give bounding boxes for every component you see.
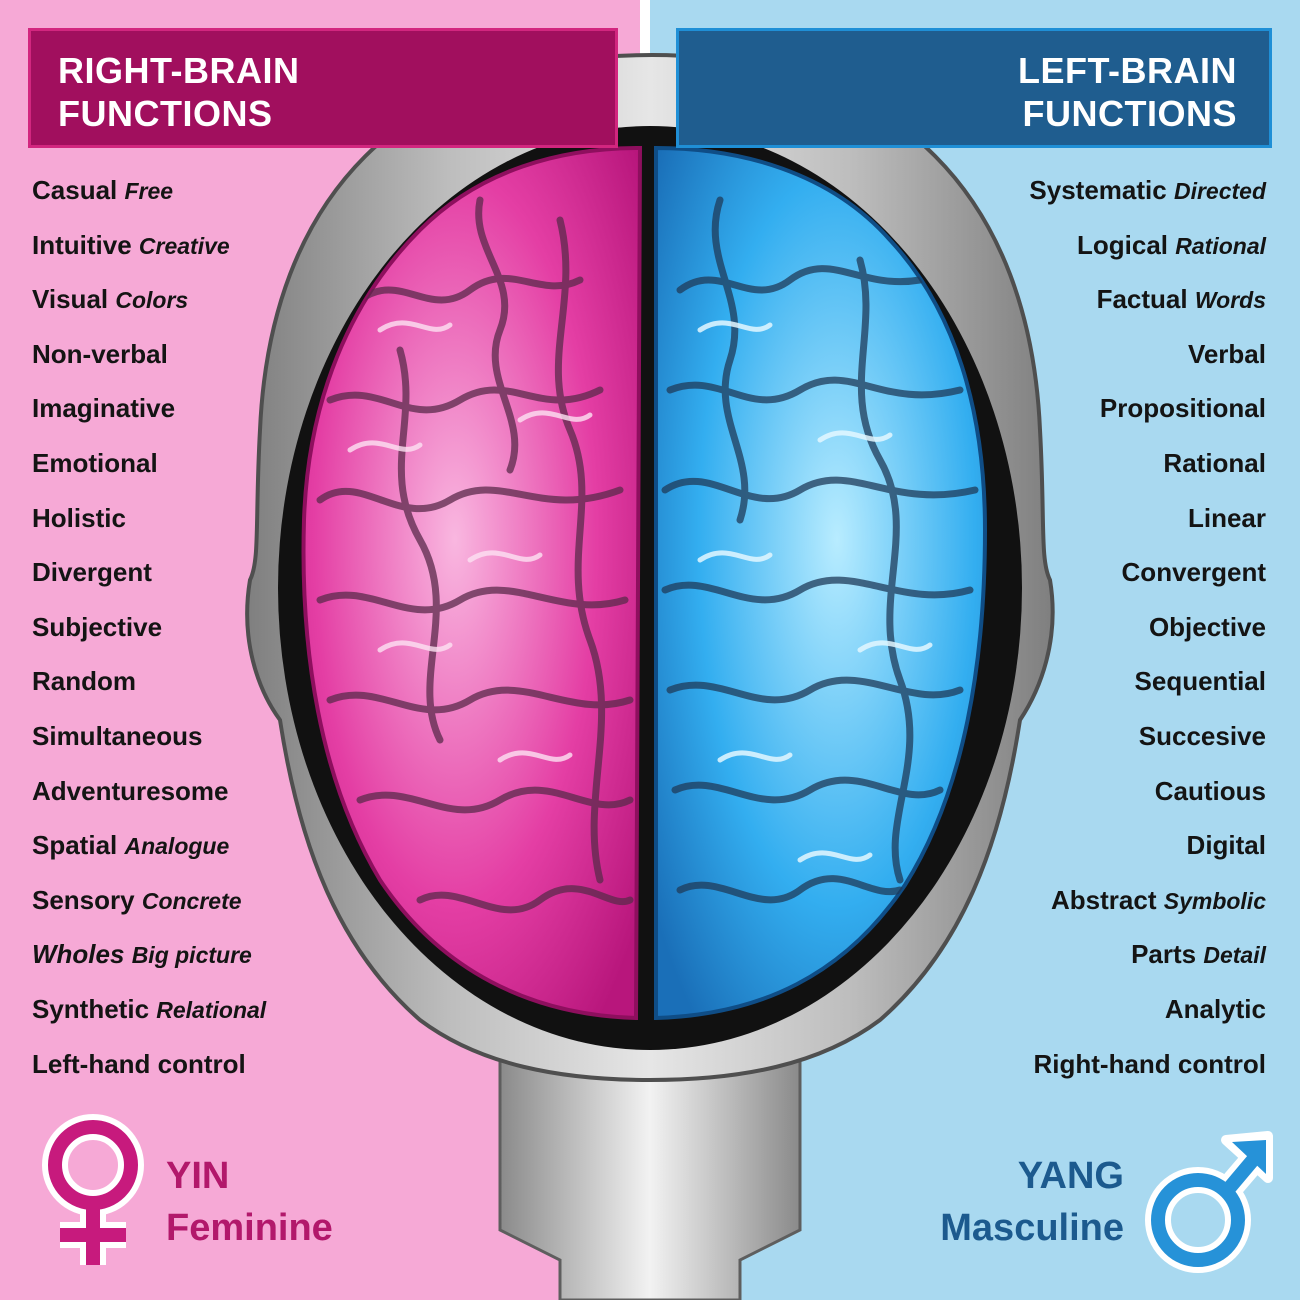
left-brain-function-item: Parts Detail [1029,936,1266,991]
left-brain-function-item-main: Systematic [1029,175,1167,205]
left-brain-function-item: Convergent [1029,554,1266,609]
right-brain-title-line1: RIGHT-BRAIN [58,50,300,91]
left-brain-function-item-main: Right-hand control [1033,1048,1266,1079]
right-brain-function-item-main: Wholes [32,939,125,970]
feminine-text: Feminine [166,1207,333,1249]
left-brain-function-item: Digital [1029,827,1266,882]
left-brain-function-item-sub: Symbolic [1163,887,1266,914]
right-brain-function-item-sub: Concrete [141,887,242,914]
right-brain-function-item: Emotional [32,445,266,500]
left-brain-function-item: Cautious [1029,773,1266,828]
right-brain-function-item-main: Imaginative [32,393,176,424]
left-brain-function-item-main: Linear [1187,502,1266,533]
right-brain-function-item-main: Non-verbal [32,338,168,369]
right-brain-function-item: Sensory Concrete [32,882,266,937]
right-brain-function-item: Non-verbal [32,336,266,391]
left-brain-function-item-main: Parts [1131,939,1197,970]
right-brain-function-item-main: Holistic [32,502,126,533]
left-brain-function-item-main: Logical [1077,229,1169,260]
right-brain-function-item-main: Casual [32,175,118,205]
left-brain-function-item: Systematic Directed [1029,172,1266,227]
left-brain-function-item: Succesive [1029,718,1266,773]
right-brain-function-item-main: Adventuresome [32,775,229,806]
right-brain-function-item-sub: Analogue [124,833,230,860]
left-brain-function-item-main: Digital [1186,830,1266,861]
left-brain-function-item: Sequential [1029,663,1266,718]
left-brain-function-item-main: Abstract [1051,884,1157,915]
left-brain-title: LEFT-BRAIN FUNCTIONS [676,28,1272,148]
left-brain-function-item-main: Sequential [1134,666,1266,697]
right-brain-function-item: Visual Colors [32,281,266,336]
right-brain-function-item-main: Spatial [32,830,118,861]
left-brain-function-item-sub: Detail [1203,942,1266,969]
right-brain-function-item: Holistic [32,500,266,555]
right-brain-function-item-main: Simultaneous [32,720,203,751]
left-brain-function-item-main: Cautious [1154,775,1266,806]
left-brain-function-item: Abstract Symbolic [1029,882,1266,937]
left-brain-function-item: Rational [1029,445,1266,500]
right-brain-function-item-main: Sensory [32,884,135,915]
left-brain-function-item-main: Convergent [1121,557,1266,588]
masculine-text: Masculine [940,1207,1124,1249]
left-brain-function-item-main: Factual [1096,284,1188,315]
right-brain-function-item-sub: Free [124,178,174,204]
left-brain-function-item: Factual Words [1029,281,1266,336]
left-brain-function-item-main: Objective [1148,611,1266,642]
right-brain-function-item-main: Subjective [32,611,163,642]
left-brain-function-item-main: Rational [1163,447,1266,478]
right-brain-function-item: Imaginative [32,390,266,445]
left-brain-function-item-main: Analytic [1164,993,1266,1024]
yang-label: YANG Masculine [940,1150,1124,1254]
right-brain-title: RIGHT-BRAIN FUNCTIONS [28,28,618,148]
left-brain-function-item: Linear [1029,500,1266,555]
right-brain-function-item-main: Emotional [32,447,158,478]
yang-text: YANG [1017,1155,1124,1197]
left-brain-function-item: Verbal [1029,336,1266,391]
left-brain-function-item: Objective [1029,609,1266,664]
right-brain-function-item: Random [32,663,266,718]
female-symbol-icon [42,1114,144,1265]
right-brain-function-item-main: Random [32,666,136,697]
right-brain-function-item-sub: Creative [138,232,230,259]
right-brain-function-item-main: Visual [32,284,109,315]
right-brain-function-item: Subjective [32,609,266,664]
right-brain-function-item: Synthetic Relational [32,991,266,1046]
right-brain-function-item-main: Synthetic [32,993,150,1024]
yin-text: YIN [166,1155,230,1197]
left-brain-function-item: Logical Rational [1029,227,1266,282]
right-brain-function-item: Divergent [32,554,266,609]
right-brain-function-item-main: Intuitive [32,229,132,260]
right-brain-function-item: Left-hand control [32,1046,266,1101]
right-brain-function-item: Intuitive Creative [32,227,266,282]
left-brain-function-item: Right-hand control [1029,1046,1266,1101]
right-brain-function-item-main: Left-hand control [32,1048,246,1079]
left-brain-function-item: Propositional [1029,390,1266,445]
right-brain-function-item-main: Divergent [32,557,152,588]
yin-label: YIN Feminine [166,1150,333,1254]
left-brain-function-item-main: Verbal [1187,338,1266,369]
male-symbol-icon [1145,1131,1273,1273]
right-brain-function-item: Casual Free [32,172,266,227]
left-brain-function-item-main: Propositional [1099,393,1266,424]
right-brain-function-item: Adventuresome [32,773,266,828]
right-brain-function-item: Simultaneous [32,718,266,773]
right-brain-function-item-sub: Colors [115,287,189,314]
right-brain-function-item: Wholes Big picture [32,936,266,991]
left-brain-title-line2: FUNCTIONS [1022,93,1237,134]
left-brain-function-item-main: Succesive [1138,720,1266,751]
left-brain-function-item-sub: Directed [1173,178,1266,204]
left-brain-function-item-sub: Words [1194,287,1266,314]
right-brain-function-item-sub: Big picture [131,942,252,969]
right-brain-function-item: Spatial Analogue [32,827,266,882]
right-brain-function-item-sub: Relational [156,996,267,1023]
right-brain-title-line2: FUNCTIONS [58,93,273,134]
left-brain-title-line1: LEFT-BRAIN [1018,50,1237,91]
left-brain-function-item: Analytic [1029,991,1266,1046]
left-brain-function-item-sub: Rational [1175,232,1266,259]
